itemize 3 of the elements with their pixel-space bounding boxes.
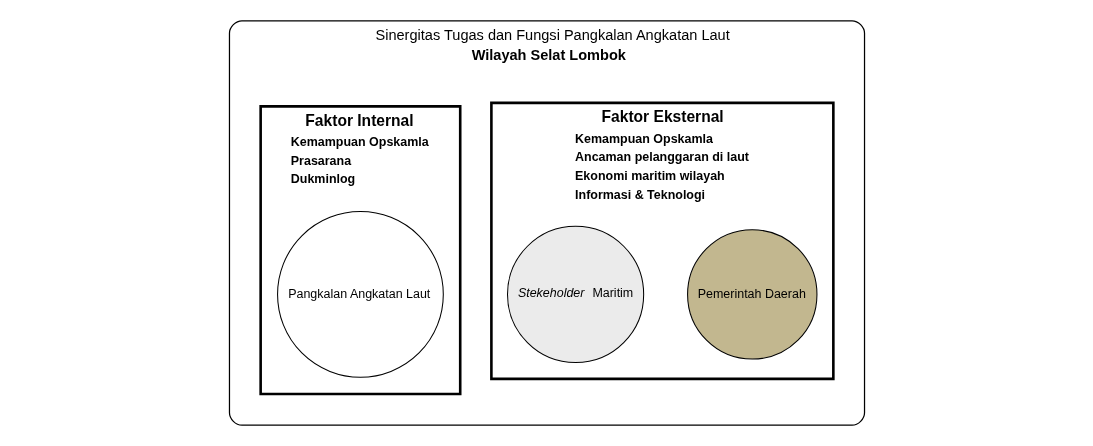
node-circle: Pemerintah Daerah (686, 229, 817, 360)
node-circle: Stekeholder Maritim (506, 225, 644, 363)
node-circle: Pangkalan Angkatan Laut (276, 211, 444, 378)
